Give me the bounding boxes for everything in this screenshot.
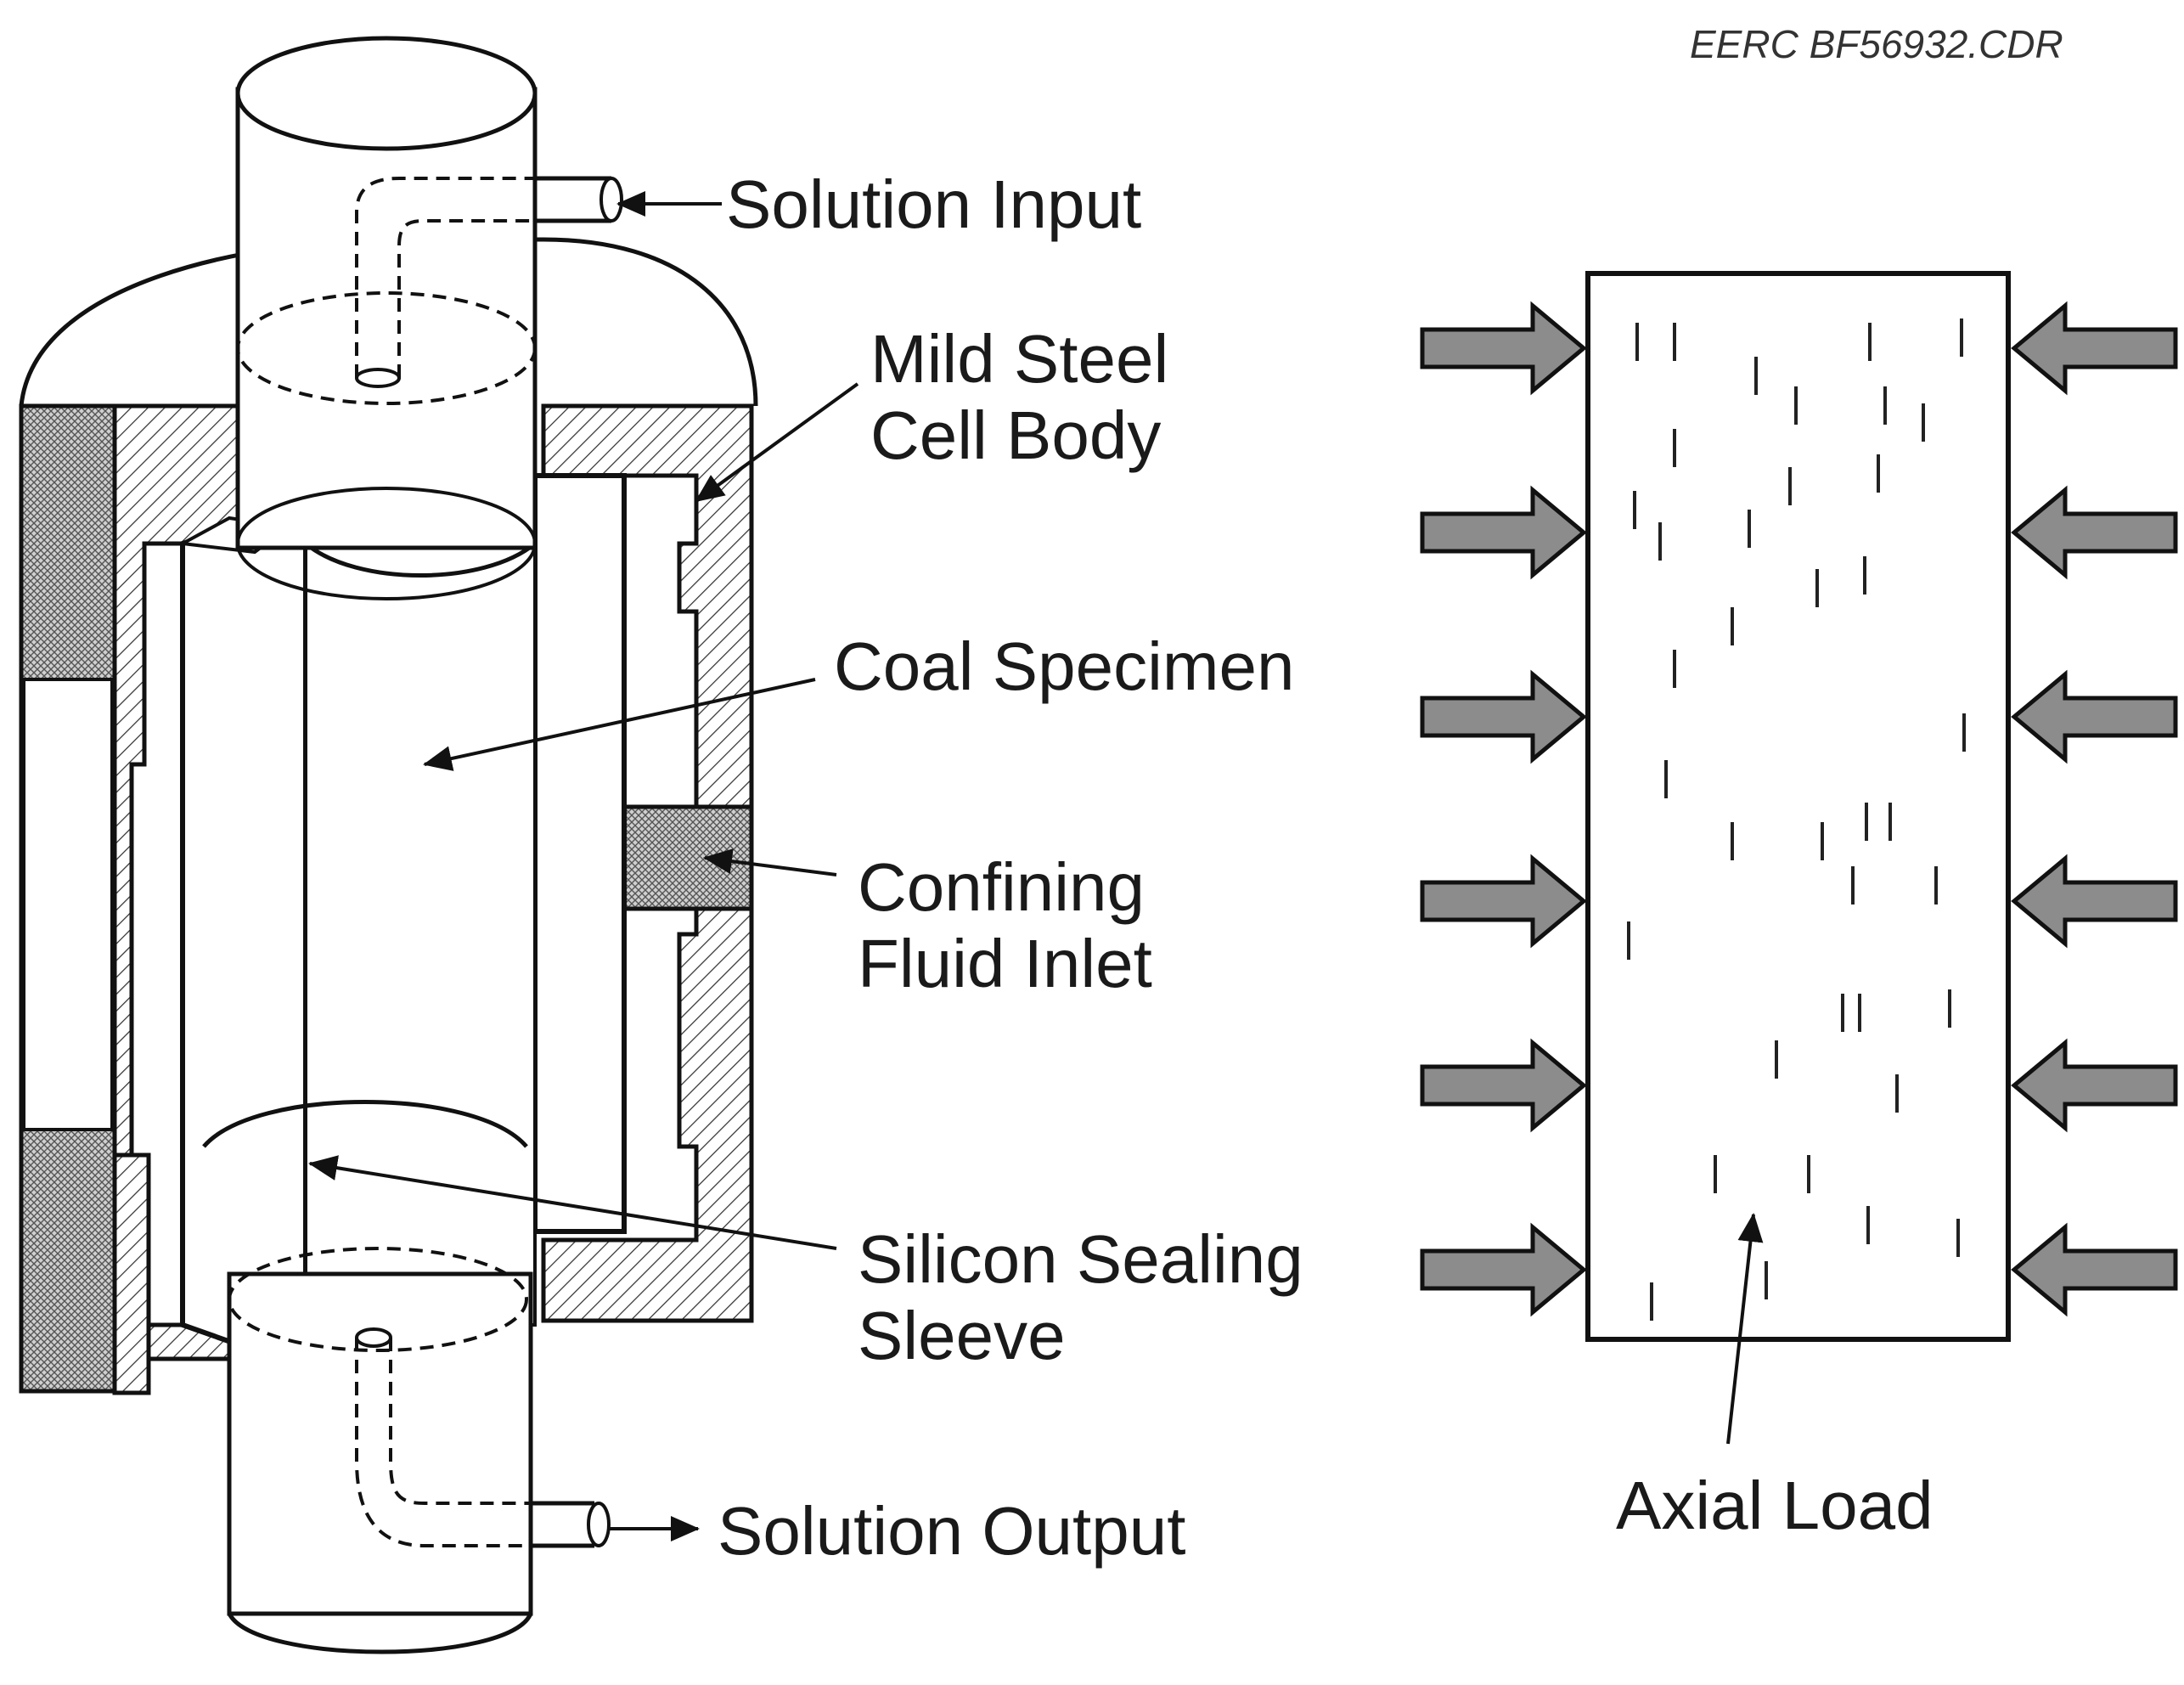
inlet-thread	[622, 804, 754, 911]
confining-arrow-right-2	[2011, 485, 2178, 580]
confining-arrow-left-6	[1420, 1222, 1587, 1317]
confining-arrow-left-4	[1420, 854, 1587, 949]
upper-passage	[355, 177, 611, 378]
drawing-code: EERC BF56932.CDR	[1690, 22, 2063, 66]
silicon-sleeve	[180, 519, 308, 1354]
cell-body-left-face	[22, 678, 114, 1131]
fracture-marks	[1627, 318, 1966, 1321]
confining-arrow-left-5	[1420, 1038, 1587, 1133]
specimen-block	[1585, 271, 2011, 1342]
input-pipe	[535, 176, 611, 223]
confining-arrow-right-4	[2011, 854, 2178, 949]
label-fluid-inlet-2: Fluid Inlet	[858, 926, 1152, 1001]
callout-coal-specimen	[423, 678, 816, 771]
label-fluid-inlet-1: Confining	[858, 849, 1145, 925]
right-confining-arrows	[2011, 301, 2178, 1317]
label-solution-output: Solution Output	[718, 1493, 1185, 1569]
label-cell-body-1: Mild Steel	[870, 321, 1168, 397]
confining-arrow-left-2	[1420, 485, 1587, 580]
confining-arrow-left-3	[1420, 669, 1587, 764]
upper-passage-end	[355, 368, 401, 388]
cell-wall-left-lower	[112, 1152, 151, 1395]
label-sealing-sleeve-2: Sleeve	[858, 1298, 1066, 1373]
output-pipe	[531, 1501, 594, 1548]
upper-piston-base	[236, 487, 537, 600]
output-pipe-end	[587, 1502, 611, 1547]
left-confining-arrows	[1420, 301, 1587, 1317]
callouts	[308, 191, 859, 1541]
upper-piston-top	[235, 36, 538, 151]
lower-passage-top	[355, 1327, 392, 1348]
label-axial-load: Axial Load	[1616, 1468, 1934, 1543]
confining-arrow-right-5	[2011, 1038, 2178, 1133]
label-cell-body-2: Cell Body	[870, 397, 1161, 473]
lower-piston-top	[228, 1247, 528, 1352]
confining-arrow-right-3	[2011, 669, 2178, 764]
lower-passage	[355, 1338, 594, 1547]
confining-arrow-right-1	[2011, 301, 2178, 396]
specimen-bottom-arc	[202, 1100, 528, 1148]
label-coal-specimen: Coal Specimen	[834, 628, 1295, 704]
load-schematic: Axial Load	[1420, 271, 2178, 1543]
label-solution-input: Solution Input	[726, 166, 1141, 242]
cell-cutaway	[19, 36, 758, 1654]
input-pipe-end	[599, 177, 623, 223]
lower-piston-bottom	[227, 1612, 533, 1654]
callout-sealing-sleeve	[308, 1155, 837, 1250]
specimen-top-arc	[304, 542, 537, 578]
upper-piston-seat	[236, 291, 537, 405]
confining-chamber	[532, 473, 627, 1234]
callout-cell-body	[695, 382, 859, 503]
callout-fluid-inlet	[703, 848, 837, 876]
label-sealing-sleeve-1: Silicon Sealing	[858, 1221, 1303, 1297]
callout-axial-load	[1726, 1213, 1764, 1445]
lower-piston	[227, 1271, 533, 1616]
confining-arrow-right-6	[2011, 1222, 2178, 1317]
lower-passage-b	[389, 1338, 594, 1505]
coal-specimen	[304, 542, 537, 1327]
cell-wall-right	[541, 403, 754, 1323]
upper-piston	[235, 87, 538, 550]
confining-arrow-left-1	[1420, 301, 1587, 396]
